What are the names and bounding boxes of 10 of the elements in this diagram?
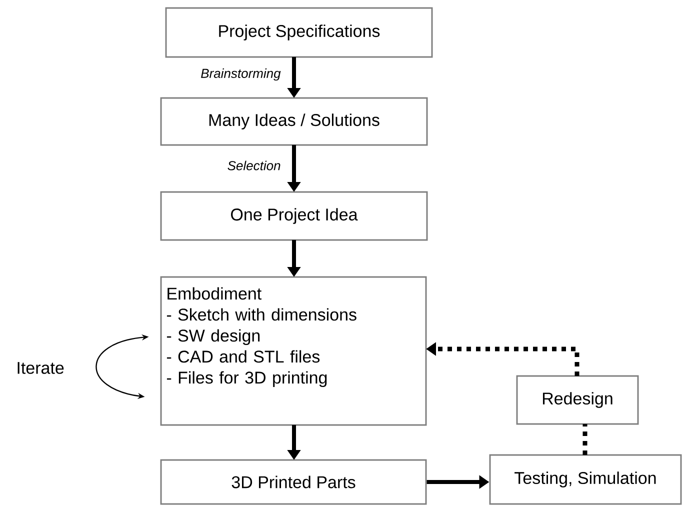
process-box: Many Ideas / Solutions [160, 97, 428, 146]
process-box: Testing, Simulation [489, 454, 682, 505]
process-box: 3D Printed Parts [160, 459, 427, 505]
edge-label: Brainstorming [201, 68, 281, 81]
process-box: Embodiment - Sketch with dimensions - SW design - CAD and STL files - Files for 3D printing [160, 276, 427, 426]
edge-label: Selection [228, 160, 280, 170]
edge-label: Iterate [18, 362, 64, 374]
process-box: Project Specifications [165, 7, 433, 58]
process-box: One Project Idea [160, 191, 428, 241]
process-box: Redesign [516, 375, 639, 425]
